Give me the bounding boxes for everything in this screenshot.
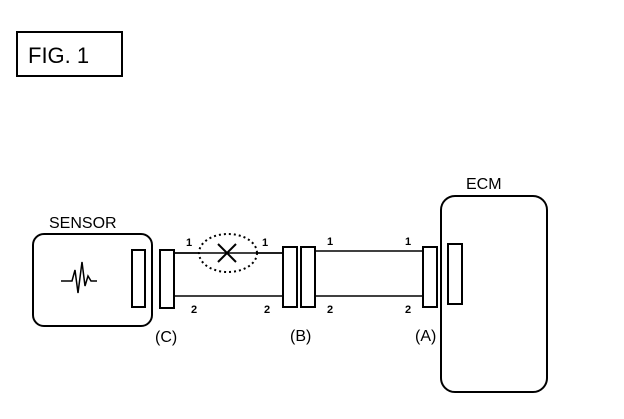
pin-label: 2 bbox=[405, 304, 411, 316]
pin-label: 2 bbox=[264, 304, 270, 316]
connector-b-left bbox=[282, 246, 298, 308]
connector-b-label: (B) bbox=[290, 328, 311, 345]
ecm-terminal bbox=[447, 243, 463, 305]
ecm-component: ECM bbox=[440, 176, 548, 393]
pin-label: 2 bbox=[327, 304, 333, 316]
sensor-label: SENSOR bbox=[49, 215, 117, 232]
connector-c-label: (C) bbox=[155, 329, 177, 346]
pin-label: 2 bbox=[191, 304, 197, 316]
signal-waveform-icon bbox=[61, 261, 97, 294]
open-circuit-x-icon bbox=[174, 233, 283, 273]
connector-a bbox=[422, 246, 438, 308]
ecm-label: ECM bbox=[466, 176, 502, 193]
sensor-component: SENSOR bbox=[32, 215, 153, 327]
figure-title: FIG. 1 bbox=[28, 43, 89, 68]
ecm-box bbox=[440, 195, 548, 393]
connector-c bbox=[159, 249, 175, 309]
pin-label: 1 bbox=[327, 236, 333, 248]
connector-b-right bbox=[300, 246, 316, 308]
pin-label: 1 bbox=[262, 237, 268, 249]
pin-label: 1 bbox=[186, 237, 192, 249]
figure-title-box: FIG. 1 bbox=[16, 31, 123, 77]
sensor-terminal bbox=[131, 249, 146, 308]
connector-a-label: (A) bbox=[415, 328, 436, 345]
pin-label: 1 bbox=[405, 236, 411, 248]
sensor-box bbox=[32, 233, 153, 327]
